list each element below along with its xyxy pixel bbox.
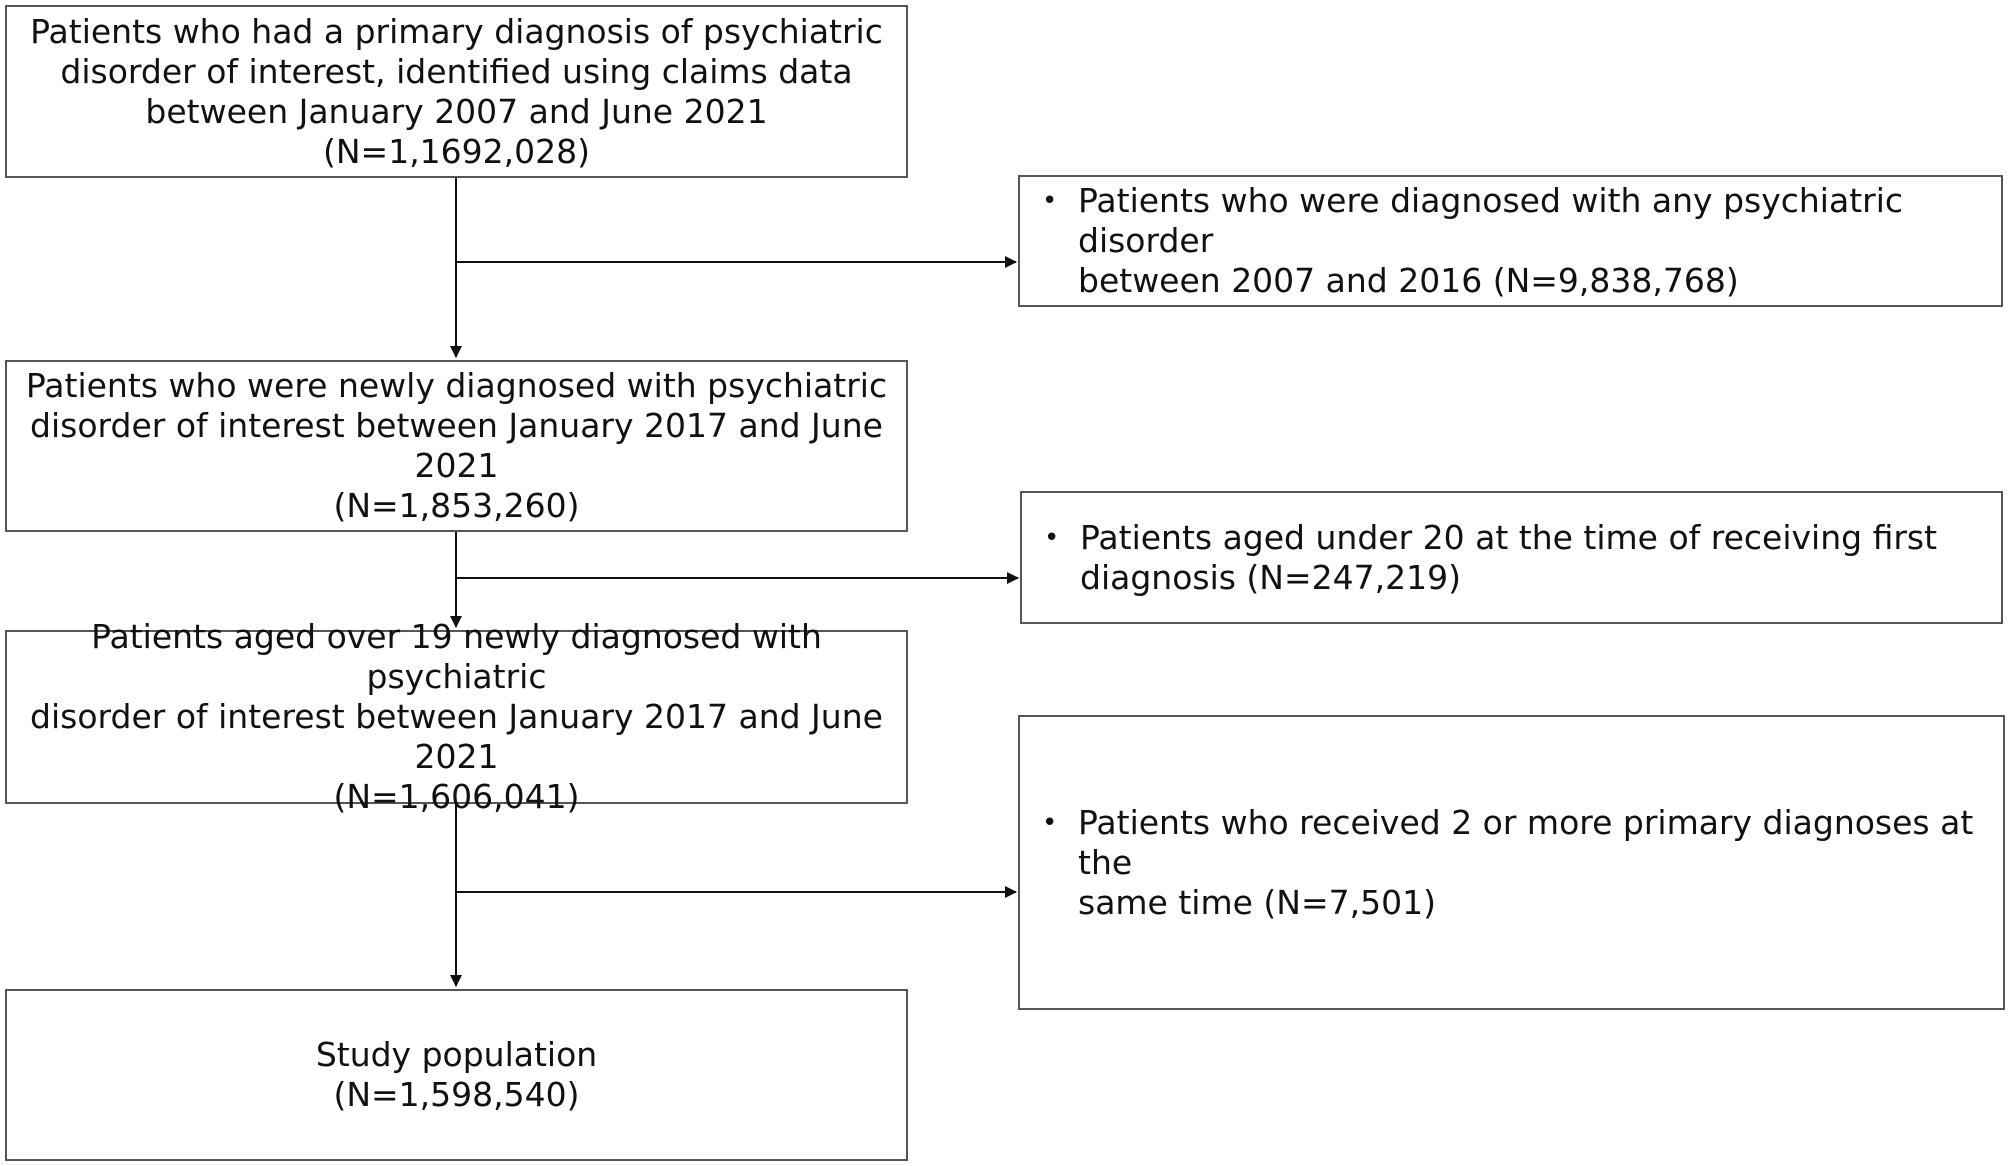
exclusion-text-line: Patients who received 2 or more primary … — [1078, 802, 1974, 882]
box-text-line: Patients aged over 19 newly diagnosed wi… — [91, 617, 822, 696]
exclusion-text-line: Patients who were diagnosed with any psy… — [1078, 181, 1904, 260]
flow-box-newly-diagnosed: Patients who were newly diagnosed with p… — [5, 360, 908, 532]
box-text-line: between January 2007 and June 2021 — [145, 91, 768, 131]
box-text-line: Patients who were newly diagnosed with p… — [25, 366, 888, 405]
flow-box-adults: Patients aged over 19 newly diagnosed wi… — [5, 617, 908, 816]
exclusion-box-prior-diagnosis: • Patients who were diagnosed with any p… — [1018, 175, 2003, 307]
bullet-icon: • — [1044, 522, 1060, 553]
box-text-line: disorder of interest between January 201… — [30, 406, 883, 445]
exclusion-text-line: diagnosis (N=247,219) — [1080, 557, 1461, 597]
box-count: (N=1,606,041) — [333, 777, 580, 816]
box-text-line: Patients who had a primary diagnosis of … — [30, 11, 883, 51]
flow-box-initial-cohort: Patients who had a primary diagnosis of … — [5, 5, 908, 178]
box-count: (N=1,598,540) — [333, 1075, 580, 1114]
box-count: (N=1,1692,028) — [322, 131, 591, 171]
bullet-icon: • — [1042, 186, 1058, 216]
exclusion-text: Patients aged under 20 at the time of re… — [1080, 518, 1937, 598]
exclusion-box-multiple-diagnoses: • Patients who received 2 or more primar… — [1018, 715, 2005, 1010]
box-text-line: 2021 — [414, 737, 499, 776]
exclusion-text-line: between 2007 and 2016 (N=9,838,768) — [1078, 261, 1739, 300]
exclusion-text: Patients who were diagnosed with any psy… — [1078, 181, 1981, 301]
exclusion-text-line: Patients aged under 20 at the time of re… — [1080, 517, 1938, 557]
box-text-line: disorder of interest between January 201… — [30, 697, 883, 736]
exclusion-text: Patients who received 2 or more primary … — [1078, 803, 1983, 923]
bullet-icon: • — [1042, 807, 1058, 838]
box-text-line: Study population — [315, 1035, 598, 1074]
flow-box-study-population: Study population (N=1,598,540) — [5, 989, 908, 1161]
box-count: (N=1,853,260) — [333, 486, 580, 525]
exclusion-text-line: same time (N=7,501) — [1078, 882, 1436, 922]
box-text-line: 2021 — [414, 446, 499, 485]
exclusion-box-under-20: • Patients aged under 20 at the time of … — [1020, 491, 2003, 624]
box-text-line: disorder of interest, identified using c… — [60, 51, 853, 91]
